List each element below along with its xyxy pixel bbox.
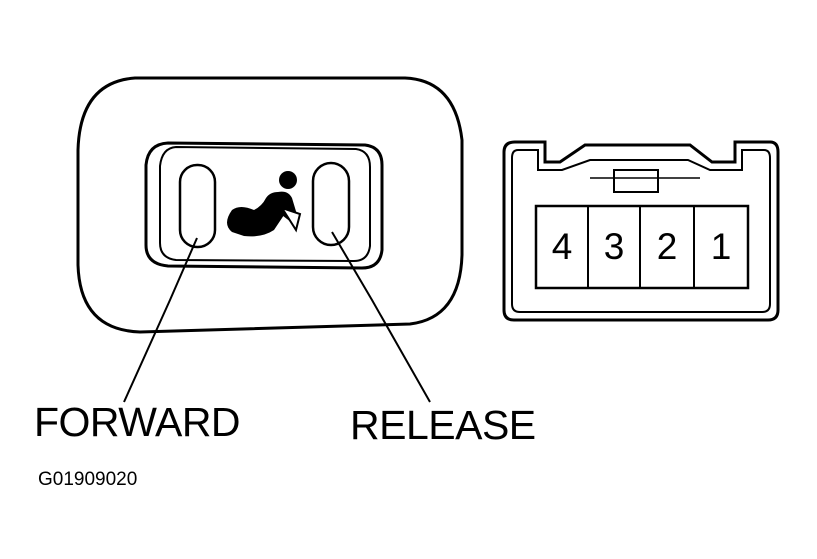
pin-3-label: 3 <box>604 226 625 267</box>
release-button[interactable] <box>311 161 351 247</box>
switch-body-back <box>144 141 384 270</box>
forward-label: FORWARD <box>34 399 240 445</box>
connector-housing <box>502 140 780 322</box>
connector-lock-tab <box>613 169 659 193</box>
switch-bezel <box>76 76 464 334</box>
release-leader-line <box>331 231 431 403</box>
connector-inner-outline <box>511 149 771 313</box>
release-label: RELEASE <box>350 402 536 448</box>
pin-1-label: 1 <box>711 226 732 267</box>
forward-button[interactable] <box>178 163 217 249</box>
connector: 4 3 2 1 <box>502 140 780 322</box>
switch-face <box>159 145 371 263</box>
connector-pin-block <box>534 204 750 290</box>
seat-recline-icon <box>227 171 302 237</box>
pin-4-label: 4 <box>552 226 573 267</box>
seat-switch <box>76 76 464 334</box>
figure-code: G01909020 <box>38 469 137 490</box>
forward-leader-line <box>123 237 198 403</box>
pin-2-label: 2 <box>657 226 678 267</box>
